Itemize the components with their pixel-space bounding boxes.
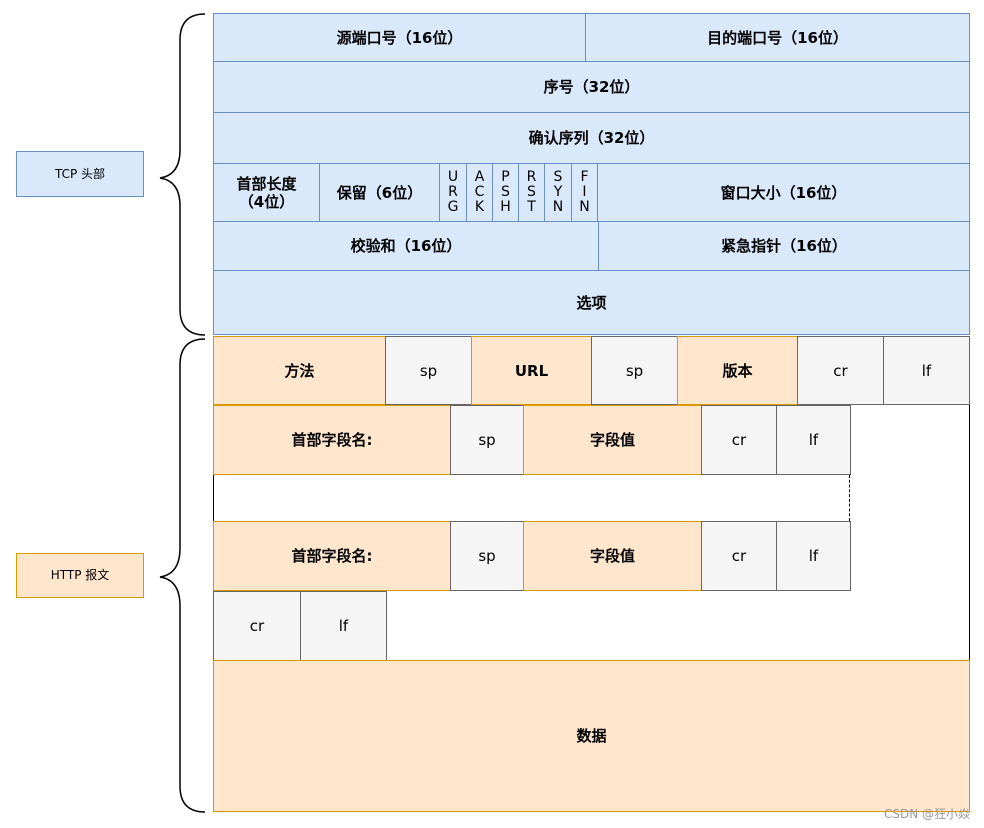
http-lf: lf xyxy=(776,405,851,475)
http-cr: cr xyxy=(797,336,884,405)
tcp-window-size: 窗口大小（16位） xyxy=(597,163,970,222)
http-lf: lf xyxy=(300,591,387,661)
http-lf: lf xyxy=(776,521,851,591)
http-version: 版本 xyxy=(677,336,798,405)
tcp-options: 选项 xyxy=(213,270,970,335)
http-url: URL xyxy=(471,336,592,405)
tcp-checksum: 校验和（16位） xyxy=(213,221,599,271)
tcp-flag-fin: F I N xyxy=(571,163,598,222)
tcp-flag-ack: A C K xyxy=(466,163,493,222)
http-header-value: 字段值 xyxy=(523,521,702,591)
tcp-header-label: TCP 头部 xyxy=(16,151,144,197)
http-method: 方法 xyxy=(213,336,386,405)
tcp-flag-psh: P S H xyxy=(492,163,519,222)
http-sp: sp xyxy=(450,405,524,475)
tcp-reserved: 保留（6位） xyxy=(319,163,440,222)
watermark: CSDN @狂小焱 xyxy=(883,807,970,821)
http-cr: cr xyxy=(213,591,301,661)
http-body: 数据 xyxy=(213,660,970,812)
tcp-source-port: 源端口号（16位） xyxy=(213,13,586,62)
tcp-urgent-pointer: 紧急指针（16位） xyxy=(598,221,970,271)
continuation-dashes xyxy=(849,475,850,521)
http-message-label: HTTP 报文 xyxy=(16,553,144,598)
http-header-value: 字段值 xyxy=(523,405,702,475)
tcp-brace xyxy=(159,13,206,336)
http-cr: cr xyxy=(701,521,777,591)
tcp-header-length: 首部长度 （4位） xyxy=(213,163,320,222)
tcp-flag-urg: U R G xyxy=(439,163,467,222)
http-lf: lf xyxy=(883,336,970,405)
http-sp: sp xyxy=(591,336,678,405)
tcp-flag-syn: S Y N xyxy=(544,163,572,222)
tcp-destination-port: 目的端口号（16位） xyxy=(585,13,970,62)
http-header-name: 首部字段名: xyxy=(213,521,451,591)
tcp-flag-rst: R S T xyxy=(518,163,545,222)
http-header-name: 首部字段名: xyxy=(213,405,451,475)
http-brace xyxy=(159,338,206,813)
tcp-sequence-number: 序号（32位） xyxy=(213,61,970,113)
tcp-ack-number: 确认序列（32位） xyxy=(213,112,970,164)
http-sp: sp xyxy=(385,336,472,405)
http-cr: cr xyxy=(701,405,777,475)
http-sp: sp xyxy=(450,521,524,591)
